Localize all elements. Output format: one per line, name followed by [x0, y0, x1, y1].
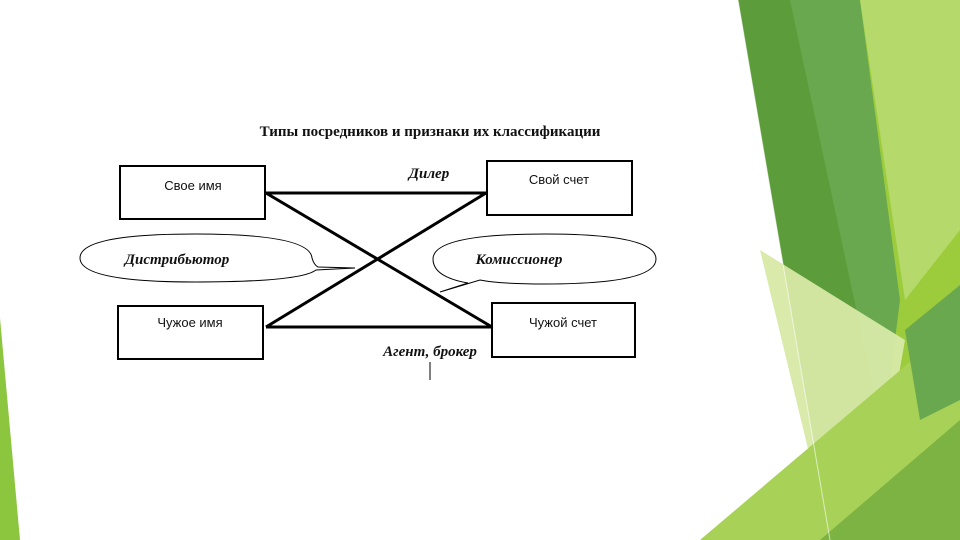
diagram-title: Типы посредников и признаки их классифик… [260, 124, 601, 140]
box-other-name-label: Чужое имя [157, 315, 222, 330]
box-other-account [492, 303, 635, 357]
dealer-label: Дилер [407, 166, 450, 182]
agent-broker-label: Агент, брокер [382, 344, 477, 360]
left-green-sliver [0, 318, 20, 540]
box-other-name [118, 306, 263, 359]
box-own-account [487, 161, 632, 215]
box-other-account-label: Чужой счет [529, 315, 597, 330]
box-own-name-label: Свое имя [164, 178, 221, 193]
box-own-account-label: Свой счет [529, 172, 589, 187]
right-decoration [700, 0, 960, 540]
callout-commissioner-label: Комиссионер [475, 252, 563, 268]
callout-distributor-label: Дистрибьютор [123, 252, 230, 268]
